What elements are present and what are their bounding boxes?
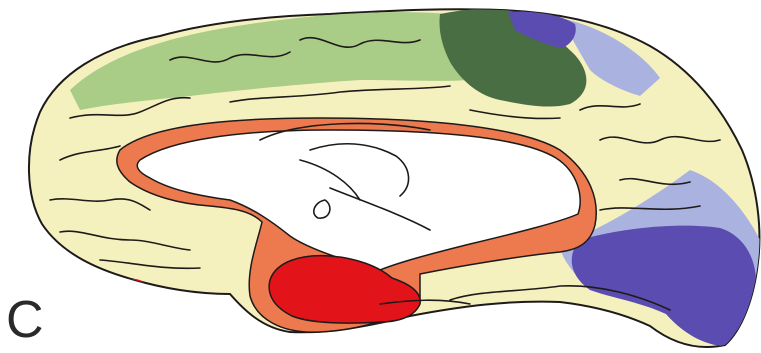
orbital-red-region <box>122 279 146 295</box>
panel-label: C <box>6 292 44 348</box>
